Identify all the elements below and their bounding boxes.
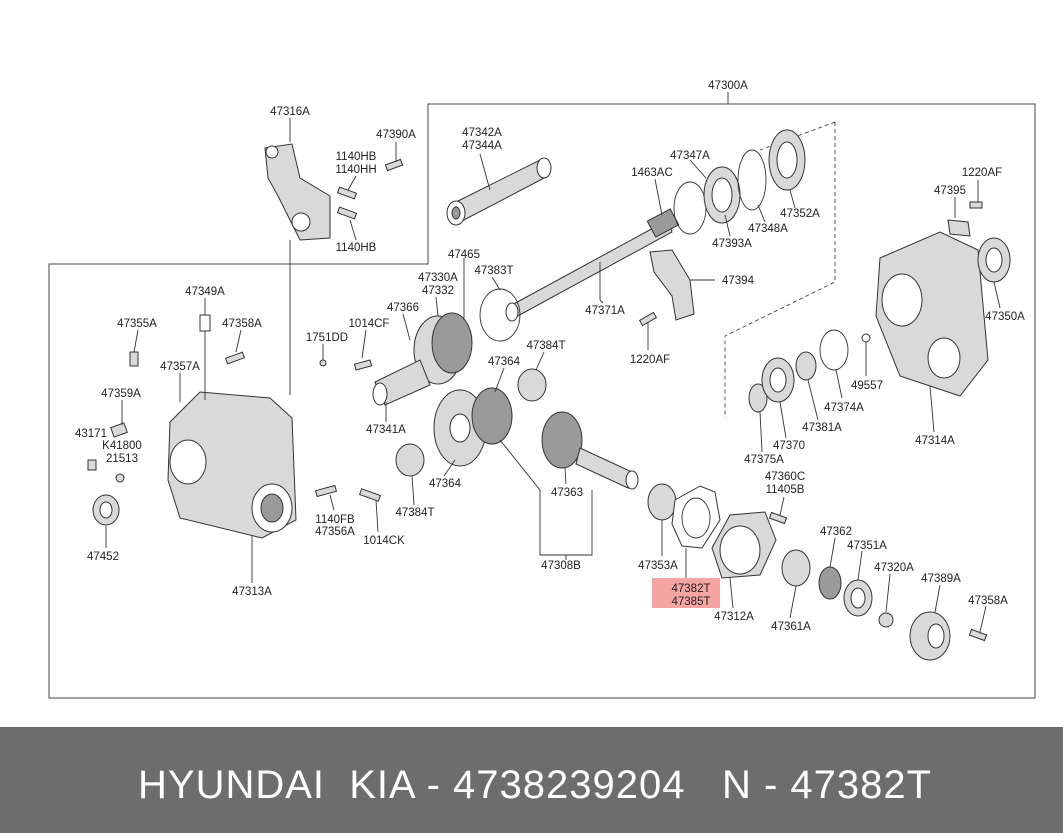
label-47332: 47332 <box>422 285 454 297</box>
label-47348A: 47348A <box>748 223 788 235</box>
bearing-group-47370 <box>748 329 871 413</box>
banner-part-code: N - 47382T <box>722 763 933 807</box>
o-ring-47383T <box>479 288 521 342</box>
label-47320A: 47320A <box>874 562 914 574</box>
label-47382T: 47382T <box>671 583 710 595</box>
label-47313A: 47313A <box>232 586 272 598</box>
label-47395: 47395 <box>934 185 966 197</box>
banner-brand-number: HYUNDAI KIA - 4738239204 <box>138 763 686 807</box>
label-47384T-b: 47384T <box>395 507 434 519</box>
label-47347A: 47347A <box>670 150 710 162</box>
label-47363: 47363 <box>551 487 583 499</box>
label-47371A: 47371A <box>585 305 625 317</box>
label-47362: 47362 <box>820 526 852 538</box>
label-47375A: 47375A <box>744 454 784 466</box>
label-47364-b: 47364 <box>429 478 462 490</box>
label-11405B: 11405B <box>766 484 805 496</box>
part-number-banner: HYUNDAI KIA - 4738239204 N - 47382T <box>0 727 1063 833</box>
bolts-upper-left <box>336 158 404 220</box>
label-47342A: 47342A <box>462 127 502 139</box>
label-1220AF-a: 1220AF <box>962 167 1002 179</box>
label-47353A: 47353A <box>638 560 678 572</box>
ring-47384T-a <box>517 368 547 402</box>
label-47385T: 47385T <box>671 596 710 608</box>
label-47349A: 47349A <box>185 286 225 298</box>
label-47330A: 47330A <box>418 272 458 284</box>
assembly-frame <box>48 92 1036 699</box>
gasket-47382T <box>671 485 721 578</box>
label-47316A: 47316A <box>270 106 310 118</box>
label-47389A: 47389A <box>921 573 961 585</box>
label-1751DD: 1751DD <box>306 332 348 344</box>
label-47366: 47366 <box>387 302 419 314</box>
gear-47363 <box>541 411 639 490</box>
label-1140FB: 1140FB <box>315 514 355 526</box>
highlight-box <box>652 578 720 608</box>
housing-47312A <box>711 511 788 579</box>
label-47383T: 47383T <box>474 265 513 277</box>
label-47390A: 47390A <box>376 129 416 141</box>
label-21513: 21513 <box>106 453 138 465</box>
gear-47364 <box>433 387 513 467</box>
label-47341A: 47341A <box>366 424 406 436</box>
gear-47330A <box>372 312 473 406</box>
label-1014CF: 1014CF <box>349 318 390 330</box>
label-47359A: 47359A <box>101 388 141 400</box>
output-parts <box>781 549 988 661</box>
label-47394: 47394 <box>722 275 755 287</box>
label-K41800: K41800 <box>102 440 142 452</box>
label-43171: 43171 <box>75 428 107 440</box>
label-1014CK: 1014CK <box>363 535 405 547</box>
label-47357A: 47357A <box>160 361 200 373</box>
label-47355A: 47355A <box>117 318 157 330</box>
part-labels: 47300A 47316A 47390A 1140HB 1140HH 1140H… <box>75 80 1025 633</box>
exploded-parts-diagram: 47300A 47316A 47390A 1140HB 1140HH 1140H… <box>48 80 1036 699</box>
label-1220AF-b: 1220AF <box>630 354 670 366</box>
label-1463AC: 1463AC <box>631 167 673 179</box>
label-47308B: 47308B <box>541 560 581 572</box>
label-47358A-b: 47358A <box>968 595 1008 607</box>
seal-47353A <box>647 483 677 521</box>
label-47344A: 47344A <box>462 140 502 152</box>
label-49557: 49557 <box>851 380 883 392</box>
label-47374A: 47374A <box>824 402 864 414</box>
ring-set-47347A <box>673 129 806 235</box>
label-47350A: 47350A <box>985 311 1025 323</box>
main-shaft-47371A <box>505 208 680 322</box>
label-47314A: 47314A <box>915 435 955 447</box>
label-47300A: 47300A <box>708 80 748 92</box>
leader-lines <box>105 118 1001 633</box>
rear-case-47314A <box>638 201 1011 397</box>
label-1140HB-a: 1140HB <box>336 151 377 163</box>
label-47312A: 47312A <box>714 611 754 623</box>
label-1140HH: 1140HH <box>335 164 376 176</box>
label-1140HB-b: 1140HB <box>336 242 377 254</box>
label-47452: 47452 <box>87 551 119 563</box>
bracket-47316A <box>264 143 331 395</box>
front-case-47313A <box>167 314 297 539</box>
label-47356A: 47356A <box>315 526 355 538</box>
group-line-47308B <box>499 439 593 556</box>
label-47370: 47370 <box>773 440 805 452</box>
label-47361A: 47361A <box>771 621 811 633</box>
small-parts-left <box>87 351 382 526</box>
plate-47394 <box>649 249 695 321</box>
label-47358A-a: 47358A <box>222 318 262 330</box>
label-47465: 47465 <box>448 249 480 261</box>
label-47351A: 47351A <box>847 540 887 552</box>
ring-47384T-b <box>395 443 425 477</box>
label-47364-a: 47364 <box>488 356 521 368</box>
label-47381A: 47381A <box>802 422 842 434</box>
shaft-sleeve-47342A <box>446 157 552 226</box>
label-47360C: 47360C <box>765 471 805 483</box>
label-47352A: 47352A <box>780 208 820 220</box>
label-47393A: 47393A <box>712 238 752 250</box>
label-47384T-a: 47384T <box>526 340 565 352</box>
